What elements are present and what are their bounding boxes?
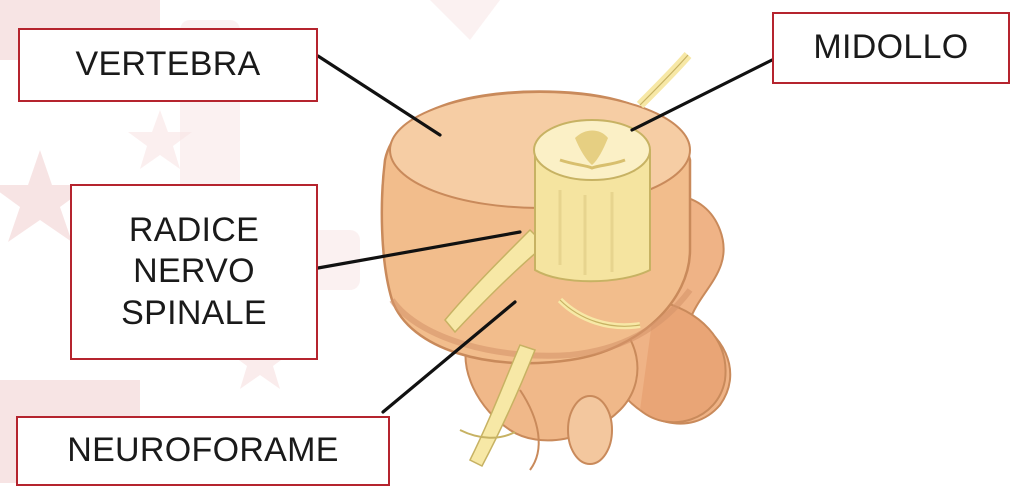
label-neuroforame: NEUROFORAME [16,416,390,486]
label-midollo-text: MIDOLLO [813,27,968,68]
label-vertebra-text: VERTEBRA [75,44,260,85]
label-neuroforame-text: NEUROFORAME [67,430,339,471]
spinal-cord [534,120,650,281]
label-radice-line-3: SPINALE [121,293,267,334]
leader-line-vertebra [318,56,440,135]
label-radice-line-1: RADICE [129,210,259,251]
label-vertebra: VERTEBRA [18,28,318,102]
label-midollo: MIDOLLO [772,12,1010,84]
label-radice-line-2: NERVO [133,251,255,292]
label-radice-nervo-spinale: RADICE NERVO SPINALE [70,184,318,360]
